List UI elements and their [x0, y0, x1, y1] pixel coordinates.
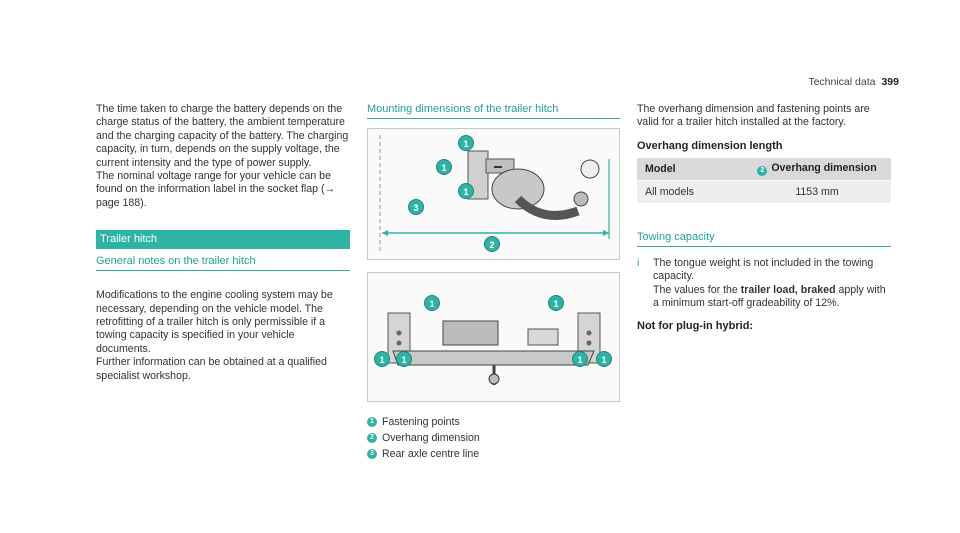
- trailer-load-braked-bold: trailer load, braked: [740, 283, 836, 296]
- overhang-table-title: Overhang dimension length: [637, 139, 783, 152]
- callout-1-rear-left-b: 1: [396, 351, 412, 367]
- info-note: i The tongue weight is not included in t…: [637, 257, 891, 311]
- legend-label: Overhang dimension: [382, 432, 480, 444]
- column-right: The overhang dimension and fastening poi…: [637, 103, 891, 332]
- charging-time-paragraph: The time taken to charge the battery dep…: [96, 103, 349, 169]
- callout-1-middle: 1: [436, 159, 452, 175]
- info-icon: i: [637, 256, 640, 269]
- table-cell-model: All models: [637, 179, 743, 203]
- nominal-voltage-text[interactable]: The nominal voltage range for your vehic…: [96, 170, 336, 209]
- modifications-paragraph: Modifications to the engine cooling syst…: [96, 289, 333, 355]
- legend-number: 2: [367, 433, 377, 443]
- callout-1-rear-top-left: 1: [424, 295, 440, 311]
- rear-view-drawing: [387, 312, 601, 385]
- callout-1-rear-right-b: 1: [596, 351, 612, 367]
- general-notes-heading: General notes on the trailer hitch: [96, 255, 350, 272]
- table-cell-value: 1153 mm: [743, 179, 891, 203]
- plug-in-hybrid-heading: Not for plug-in hybrid:: [637, 320, 754, 333]
- overhang-intro-paragraph: The overhang dimension and fastening poi…: [637, 103, 870, 129]
- tongue-weight-note: The tongue weight is not included in the…: [653, 256, 874, 283]
- table-row: All models 1153 mm: [637, 179, 891, 203]
- callout-1-rear-left-a: 1: [374, 351, 390, 367]
- trailer-hitch-section-bar: Trailer hitch: [96, 230, 350, 250]
- column-left: The time taken to charge the battery dep…: [96, 103, 350, 383]
- mounting-dimensions-heading: Mounting dimensions of the trailer hitch: [367, 103, 620, 119]
- legend-label: Rear axle centre line: [382, 448, 480, 460]
- side-view-drawing: [379, 135, 610, 253]
- callout-2-mini: 2: [757, 165, 768, 176]
- callout-1-bottom: 1: [458, 183, 474, 199]
- trailer-load-note: The values for the trailer load, braked …: [653, 284, 891, 311]
- towing-capacity-heading: Towing capacity: [637, 231, 891, 247]
- callout-1-rear-top-right: 1: [548, 295, 564, 311]
- header-dimension-label: Overhang dimension: [771, 161, 877, 174]
- side-view-figure: 1 1 1 3 2: [367, 128, 620, 260]
- trailer-load-note-pre: The values for the: [653, 283, 741, 296]
- legend-label: Fastening points: [382, 416, 460, 428]
- figure-legend: 1 Fastening points 2 Overhang dimension …: [367, 414, 620, 462]
- callout-1-rear-right-a: 1: [572, 351, 588, 367]
- legend-item: 2 Overhang dimension: [367, 430, 620, 446]
- rear-view-figure: 1 1 1 1 1 1: [367, 272, 620, 402]
- further-info-paragraph: Further information can be obtained at a…: [96, 356, 327, 382]
- page-number: 399: [881, 76, 899, 88]
- legend-item: 1 Fastening points: [367, 414, 620, 430]
- section-title: Technical data: [808, 76, 876, 88]
- legend-item: 3 Rear axle centre line: [367, 446, 620, 462]
- nominal-voltage-paragraph: The nominal voltage range for your vehic…: [96, 170, 350, 210]
- callout-1-top: 1: [458, 135, 474, 151]
- legend-number: 1: [367, 417, 377, 427]
- callout-3: 3: [408, 199, 424, 215]
- table-header-model: Model: [637, 157, 743, 181]
- running-head: Technical data 399: [808, 76, 899, 88]
- callout-2: 2: [484, 236, 500, 252]
- trailer-load-note-post: apply with a minimum start-off gradeabil…: [653, 283, 886, 310]
- column-middle: Mounting dimensions of the trailer hitch…: [367, 103, 620, 462]
- legend-number: 3: [367, 449, 377, 459]
